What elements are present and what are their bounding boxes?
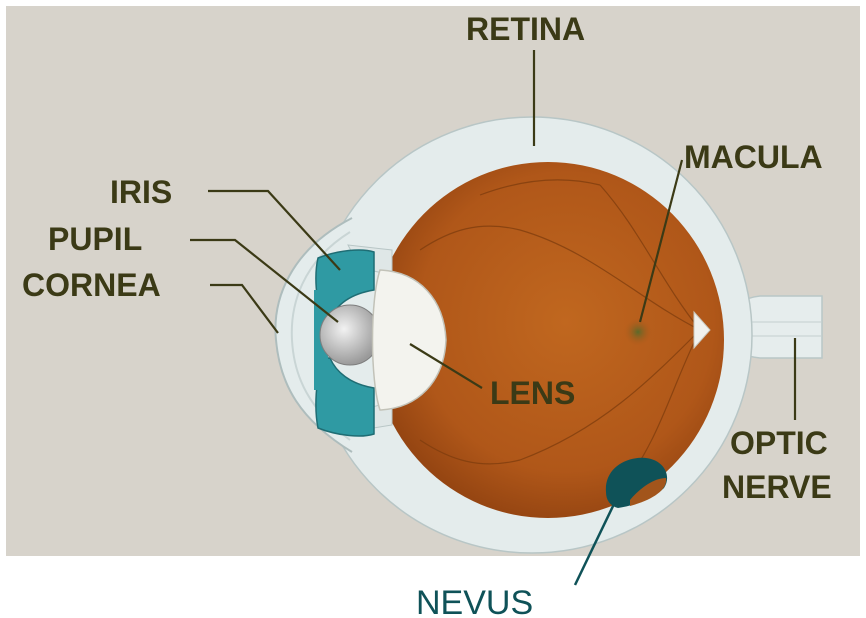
pupil-label: PUPIL xyxy=(48,221,142,257)
optic-nerve-label-line1: OPTIC xyxy=(730,425,828,461)
macula-spot xyxy=(624,318,652,346)
macula-label: MACULA xyxy=(684,139,823,175)
optic-nerve-label-line2: NERVE xyxy=(722,469,832,505)
iris-label: IRIS xyxy=(110,174,172,210)
lens-label: LENS xyxy=(490,375,575,411)
nevus-label: NEVUS xyxy=(416,584,533,618)
cornea-label: CORNEA xyxy=(22,267,161,303)
retina-label: RETINA xyxy=(466,11,585,47)
